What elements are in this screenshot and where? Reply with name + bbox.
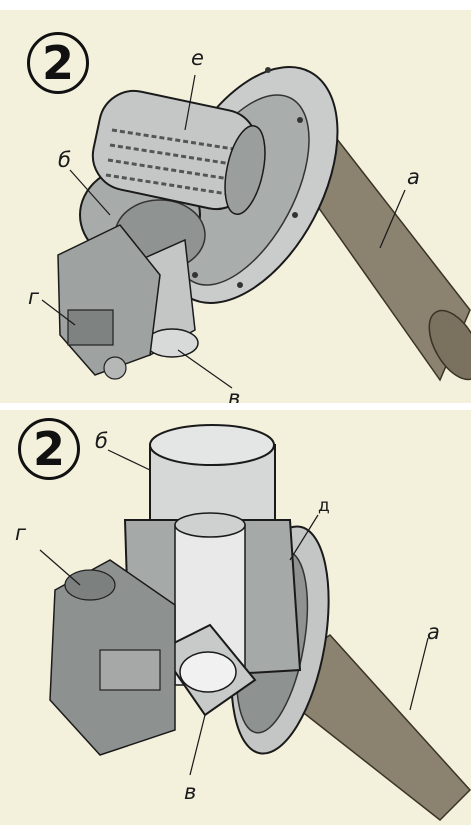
figure-number-badge: 2 <box>18 418 80 480</box>
label-v: в <box>228 386 241 404</box>
label-a: а <box>407 165 420 189</box>
label-g: г <box>15 521 27 545</box>
leader-lines-bottom <box>39 449 429 776</box>
burner-view-top: 2 е б а г в <box>0 10 471 403</box>
label-v: в <box>184 780 197 804</box>
gas-valve-g <box>49 559 176 756</box>
label-d: д <box>318 496 330 516</box>
label-b: б <box>58 148 71 172</box>
burner-drawing-top <box>0 10 471 403</box>
gas-valve-g <box>57 224 161 380</box>
leader-lines-top <box>41 74 406 389</box>
label-b: б <box>95 429 108 453</box>
nozzle-v <box>158 623 257 717</box>
motor-e <box>91 89 266 215</box>
burner-view-bottom: 2 б д г а в <box>0 410 471 825</box>
figure-number-badge: 2 <box>27 32 89 94</box>
label-a: а <box>427 620 440 644</box>
label-g: г <box>28 285 40 309</box>
burner-drawing-bottom <box>0 410 471 825</box>
label-e: е <box>191 46 204 70</box>
